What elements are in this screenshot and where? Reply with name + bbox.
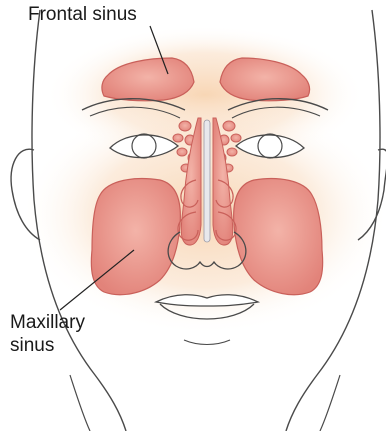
right-neck-line (320, 375, 340, 431)
chin-crease (184, 340, 230, 345)
left-neck-line (70, 375, 90, 431)
frontal-sinus-label: Frontal sinus (28, 4, 137, 26)
maxillary-sinus-label-line1: Maxillary (10, 312, 85, 334)
maxillary-sinus-label-line2: sinus (10, 335, 54, 357)
nasal-septum (204, 120, 210, 242)
